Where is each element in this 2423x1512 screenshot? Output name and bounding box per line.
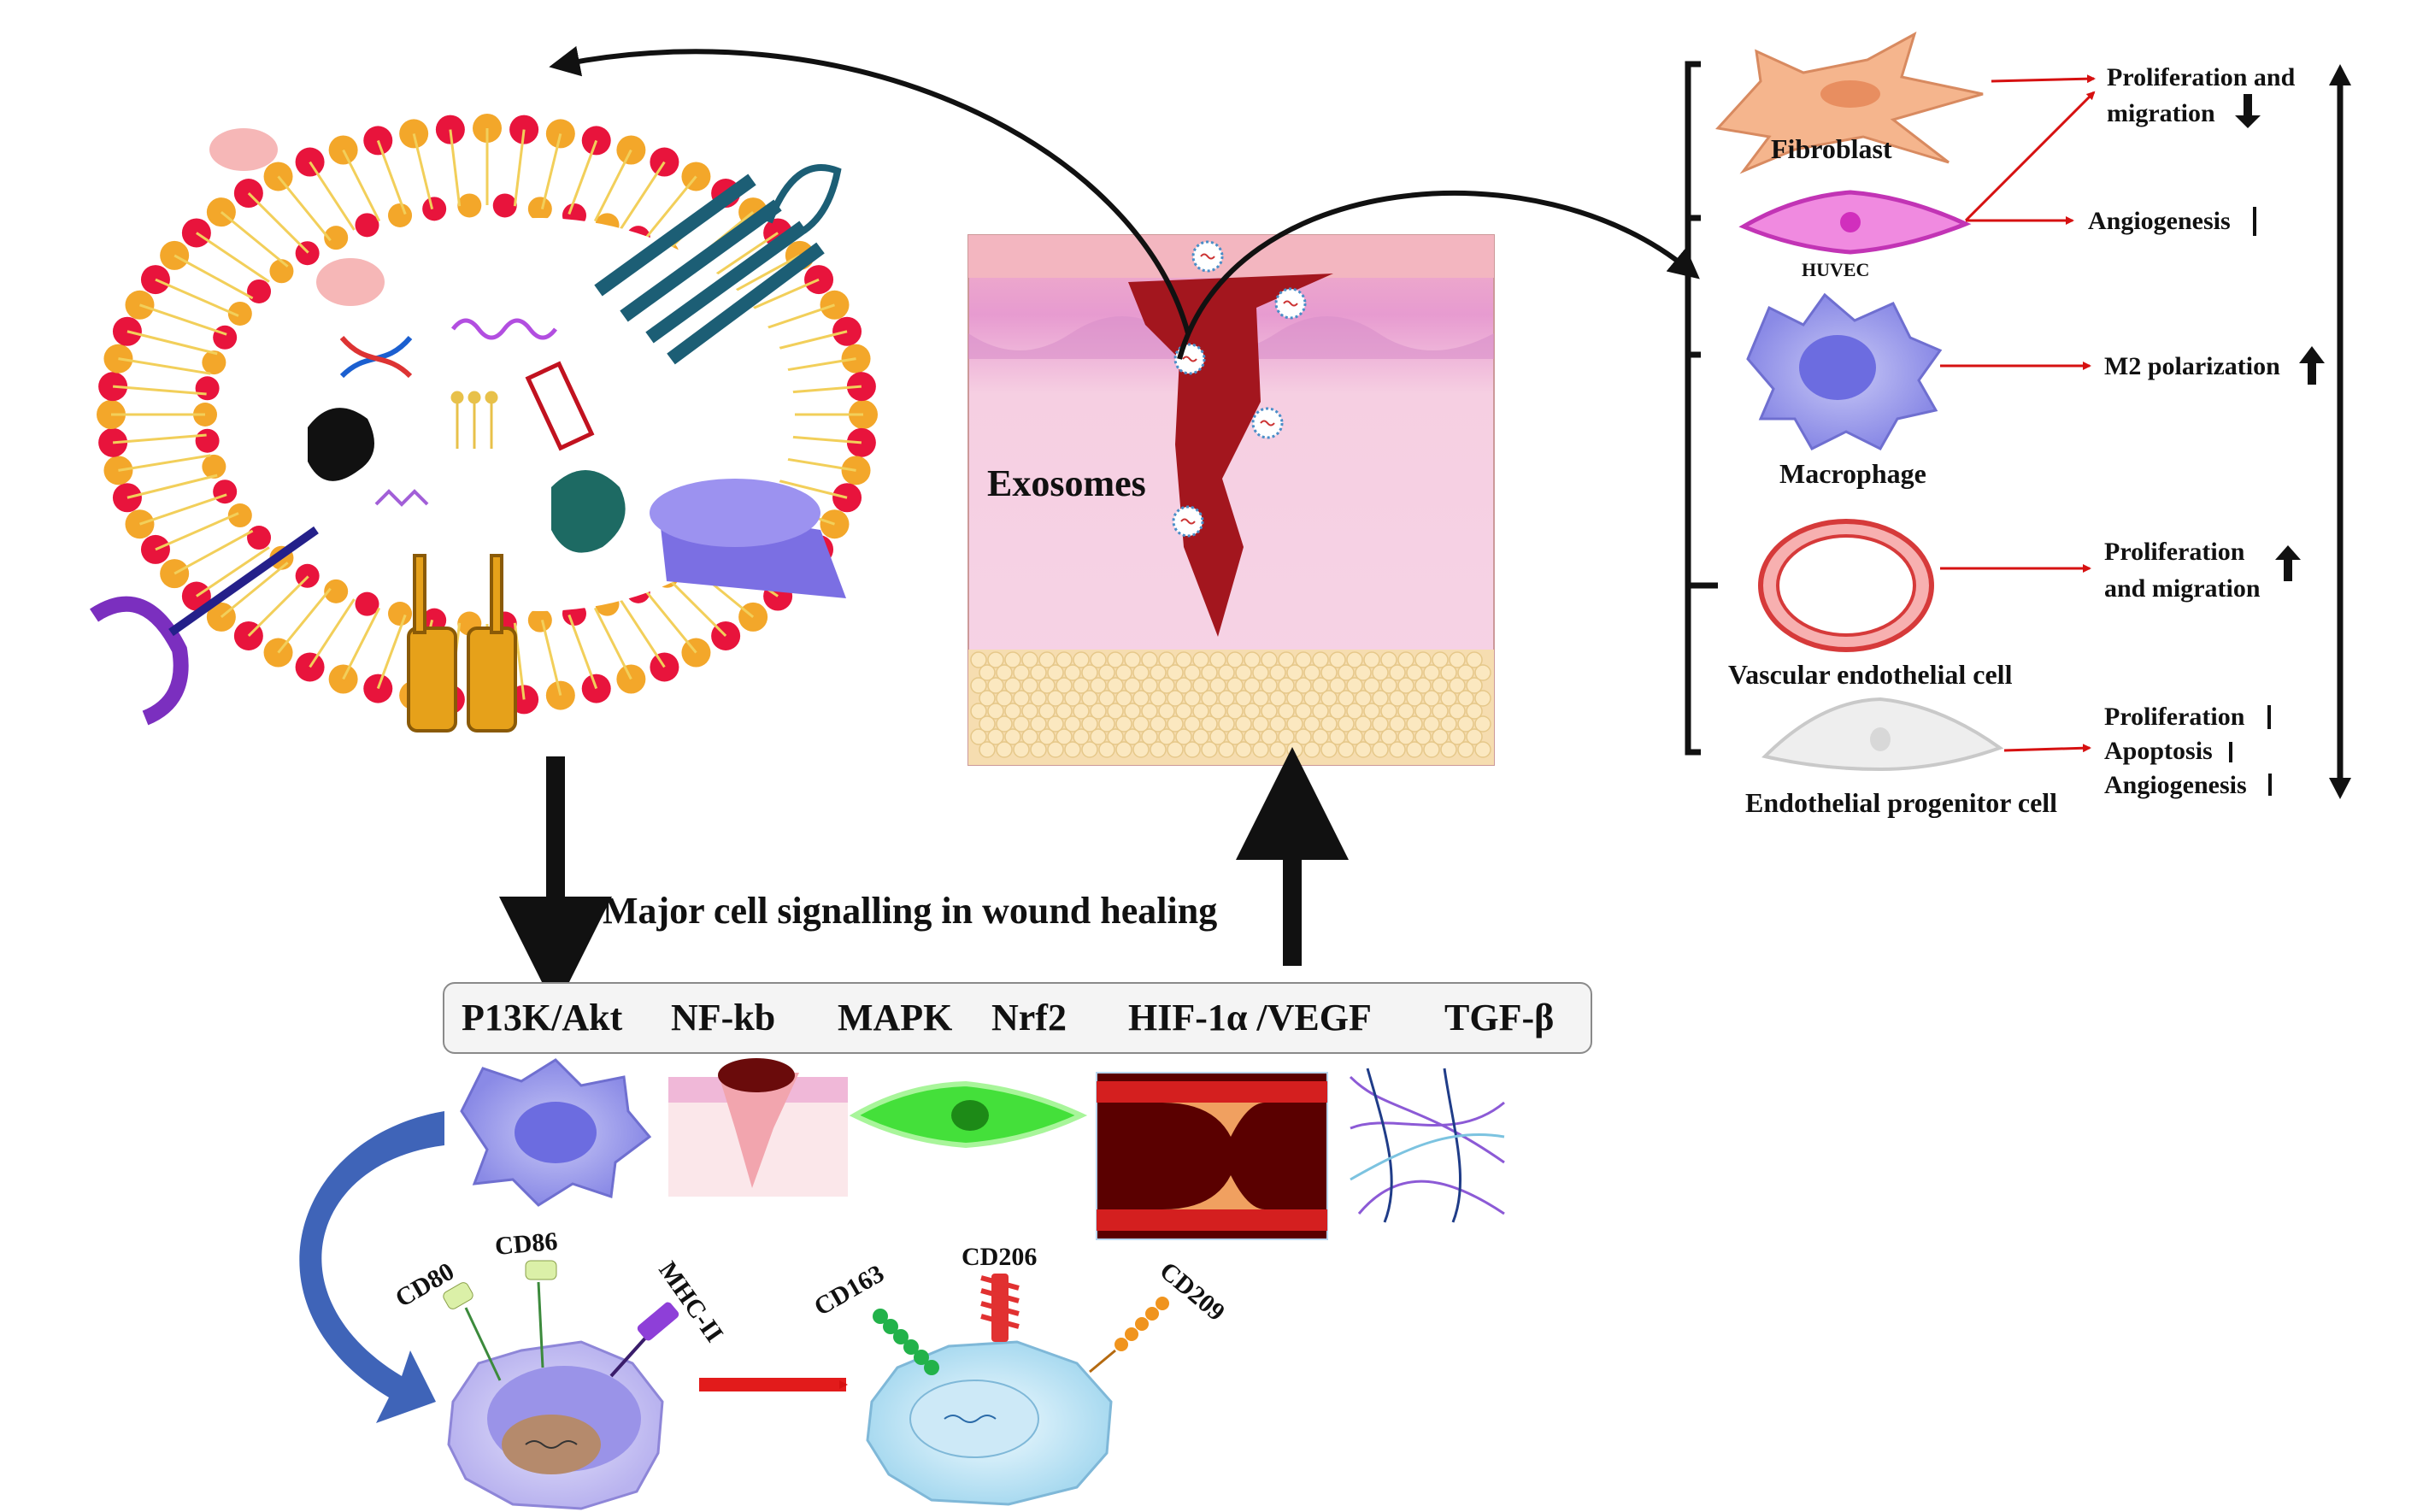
transmembrane-loop-icon (766, 164, 842, 234)
lipid-cargo-icon (450, 391, 498, 449)
cd209-receptor-icon (1089, 1297, 1169, 1374)
arrow-to-exosome (549, 45, 1191, 334)
macrophage-icon (1746, 292, 1943, 450)
macrophage-effect: M2 polarization (2104, 352, 2280, 380)
arrow-to-target-cells (1177, 190, 1700, 360)
vascular-endothelial-icon (1758, 519, 1934, 652)
arrow-up-icon (2229, 742, 2232, 762)
adipose-layer (970, 651, 1491, 758)
signalling-title: Major cell signalling in wound healing (603, 890, 1217, 932)
pathway-tgf-beta: TGF-β (1444, 997, 1555, 1038)
cd163-receptor-icon (873, 1309, 939, 1375)
fibroblast-effect-2: migration (2107, 99, 2215, 127)
epc-effect-3: Angiogenesis (2104, 771, 2247, 799)
mhc-ii-label: MHC-II (653, 1256, 728, 1347)
vascular-endothelial-label: Vascular endothelial cell (1728, 659, 2013, 690)
cd206-receptor-icon (980, 1274, 1020, 1342)
double-arrow-icon (2329, 64, 2351, 799)
target-cells-panel: Fibroblast Proliferation and migration H… (1685, 31, 2351, 818)
pathway-hif-vegf: HIF-1α /VEGF (1128, 997, 1372, 1038)
bracket (1685, 61, 1718, 756)
pathway-nrf2: Nrf2 (991, 997, 1067, 1038)
m1-macrophage-icon (447, 1340, 664, 1510)
dna-icon (339, 336, 413, 379)
mhc-ii-receptor-icon (609, 1302, 679, 1378)
pathway-icons (460, 1058, 1505, 1240)
pathway-box: P13K/Akt NF-kb MAPK Nrf2 HIF-1α /VEGF TG… (443, 982, 1592, 1054)
cd209-label: CD209 (1155, 1256, 1231, 1327)
collagen-fibers-icon (1349, 1068, 1505, 1223)
tetraspanin-icon (594, 174, 825, 365)
huvec-effect: Angiogenesis (2088, 207, 2231, 235)
rna-icon (451, 318, 557, 340)
pathway-mapk: MAPK (838, 997, 953, 1038)
epc-effect-1: Proliferation (2104, 703, 2245, 731)
exosome-label: Exosomes (987, 462, 1146, 504)
ligand-receptor-icon (90, 526, 319, 726)
huvec-label: HUVEC (1802, 259, 1869, 280)
skin-wound-icon (668, 1058, 848, 1197)
exosome-particles (1172, 240, 1307, 538)
cd86-receptor-icon (525, 1260, 557, 1368)
integrin-icon (209, 128, 385, 306)
arrow-up-icon (2299, 346, 2325, 385)
blood-vessel-icon (1096, 1072, 1328, 1240)
vascular-effect-1: Proliferation (2104, 538, 2245, 566)
glowing-cell-icon (849, 1080, 1088, 1149)
vascular-effect-2: and migration (2104, 574, 2261, 603)
receptor-protein-icon (650, 479, 846, 598)
mirna-icon (525, 361, 595, 451)
enzyme-icon (551, 470, 626, 553)
cd86-label: CD86 (494, 1227, 559, 1261)
arrow-up-icon (2268, 774, 2272, 796)
fibroblast-label: Fibroblast (1771, 133, 1892, 164)
arrow-up-icon (2253, 207, 2256, 236)
fibroblast-effect-1: Proliferation and (2107, 63, 2296, 91)
arrow-up-icon (2275, 545, 2301, 581)
macrophage-icon (460, 1058, 652, 1207)
curved-arrow-icon (299, 1111, 444, 1423)
small-molecule-icon (374, 489, 429, 507)
exosome-vesicle (90, 114, 878, 732)
pathway-pi3k-akt: P13K/Akt (462, 997, 623, 1038)
epc-effect-2: Apoptosis (2104, 737, 2213, 765)
endothelial-progenitor-label: Endothelial progenitor cell (1745, 787, 2057, 818)
arrow-down-icon (2235, 94, 2261, 128)
arrow-down-icon (2267, 705, 2271, 729)
m2-macrophage-icon (866, 1340, 1113, 1506)
cd206-label: CD206 (962, 1243, 1037, 1271)
skin-wound-illustration (967, 234, 1495, 766)
protein-icon (308, 408, 374, 481)
pathway-nf-kb: NF-kb (671, 997, 776, 1038)
channel-protein-icon (407, 554, 517, 732)
macrophage-label: Macrophage (1779, 458, 1926, 489)
cd80-receptor-icon (443, 1282, 502, 1381)
